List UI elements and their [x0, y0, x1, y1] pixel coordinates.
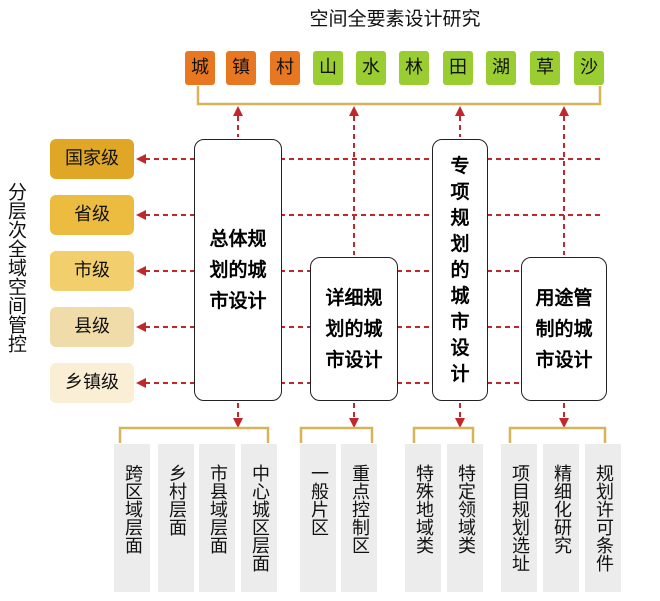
bottom-category-box: 中心城区层面: [241, 444, 277, 592]
bracket-usage: [508, 426, 607, 443]
elements-bracket: [196, 86, 602, 106]
plan-text-special: 专 项 规 划 的 城 市 设 计: [450, 155, 470, 385]
bottom-category-box: 跨区域层面: [114, 444, 150, 592]
bottom-category-box: 重点控制区: [341, 444, 377, 592]
level-box: 乡镇级: [50, 363, 134, 403]
element-box: 草: [530, 51, 560, 85]
level-box: 县级: [50, 307, 134, 347]
arrowhead: [136, 266, 146, 276]
arrowhead: [559, 418, 569, 428]
plan-box-total: 总体规 划的城 市设计: [194, 139, 282, 401]
plan-box-detail: 详细规 划的城 市设计: [310, 257, 398, 401]
arrowhead: [136, 322, 146, 332]
bottom-category-box: 乡村层面: [158, 444, 194, 592]
element-box: 山: [313, 51, 343, 85]
bottom-category-box: 一般片区: [300, 444, 336, 592]
level-box: 市级: [50, 251, 134, 291]
bottom-category-box: 精细化研究: [543, 444, 579, 592]
bottom-category-box: 规划许可条件: [585, 444, 621, 592]
bottom-category-box: 特殊地域类: [405, 444, 441, 592]
arrowhead: [136, 378, 146, 388]
element-box: 水: [356, 51, 386, 85]
bracket-detail: [299, 426, 374, 443]
arrowhead: [559, 106, 569, 116]
arrowhead: [136, 154, 146, 164]
plan-box-special: 专 项 规 划 的 城 市 设 计: [432, 139, 488, 401]
element-box: 田: [443, 51, 473, 85]
element-box: 镇: [226, 51, 256, 85]
left-vertical-label: 分层次全域空间管控: [5, 182, 27, 353]
bottom-category-box: 项目规划选址: [501, 444, 537, 592]
level-box: 省级: [50, 195, 134, 235]
arrowhead: [233, 418, 243, 428]
element-box: 湖: [486, 51, 516, 85]
element-box: 沙: [574, 51, 604, 85]
diagram-title: 空间全要素设计研究: [309, 8, 481, 30]
plan-box-usage: 用途管 制的城 市设计: [521, 257, 607, 401]
plan-text-usage: 用途管 制的城 市设计: [535, 286, 593, 371]
arrowhead: [349, 106, 359, 116]
element-box: 林: [399, 51, 429, 85]
arrowhead: [455, 106, 465, 116]
plan-text-total: 总体规 划的城 市设计: [209, 227, 267, 312]
plan-text-detail: 详细规 划的城 市设计: [325, 286, 383, 371]
level-box: 国家级: [50, 139, 134, 179]
element-box: 城: [185, 51, 215, 85]
arrowhead: [349, 418, 359, 428]
bottom-category-box: 市县域层面: [199, 444, 235, 592]
arrowhead: [233, 106, 243, 116]
arrowhead: [455, 418, 465, 428]
bracket-total: [118, 426, 270, 443]
bracket-special: [412, 426, 475, 443]
bottom-category-box: 特定领域类: [447, 444, 483, 592]
element-box: 村: [270, 51, 300, 85]
arrowhead: [136, 210, 146, 220]
plan-arrows: [233, 106, 569, 428]
